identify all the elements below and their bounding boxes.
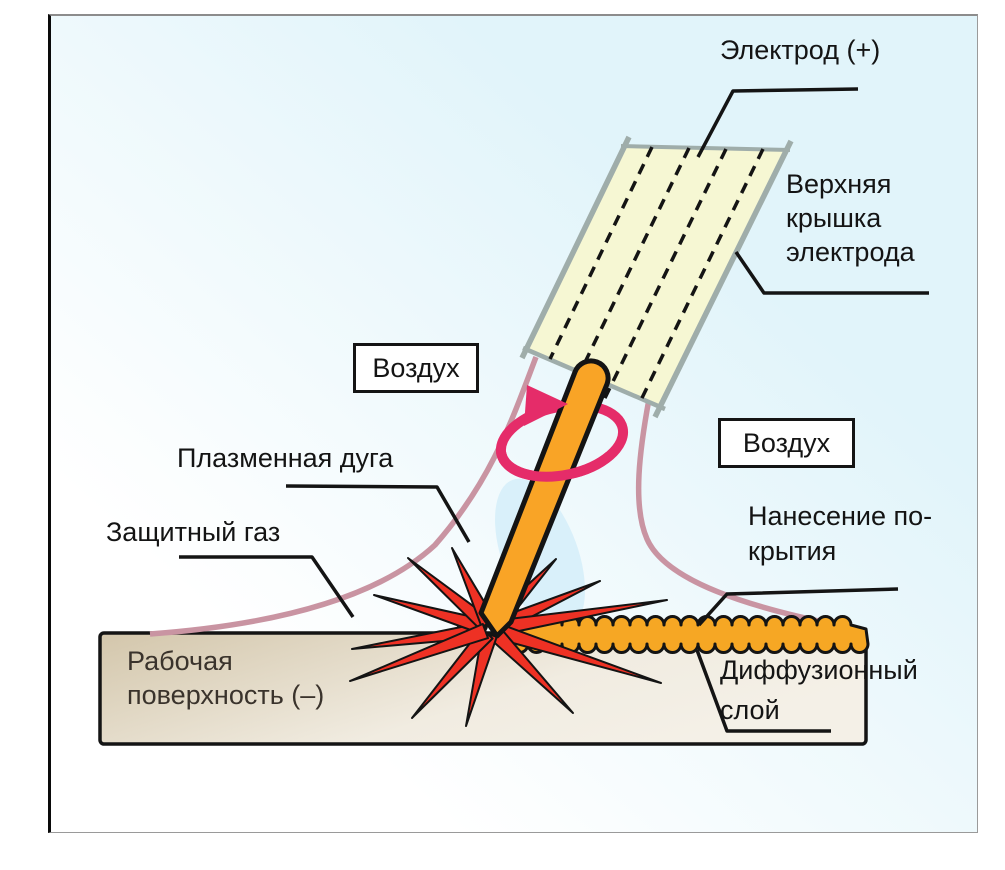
electrode-cap-shape bbox=[527, 146, 786, 408]
label-diffusion-layer: Диффузионный слой bbox=[720, 655, 918, 725]
leader-lines bbox=[179, 87, 929, 733]
cap-dashed-lines bbox=[548, 146, 765, 401]
air-left-text: Воздух bbox=[372, 352, 460, 383]
electrode-rod-shape bbox=[478, 358, 611, 639]
airflow-line-left bbox=[149, 356, 539, 637]
label-electrode-plus: Электрод (+) bbox=[720, 35, 881, 65]
rotation-arrow-front bbox=[496, 452, 629, 482]
spark-burst bbox=[349, 547, 668, 727]
air-label-box-right: Воздух bbox=[718, 418, 855, 468]
airflow-line-right bbox=[635, 398, 844, 629]
spark-ray bbox=[349, 623, 489, 682]
leader-upper-cap bbox=[734, 251, 929, 295]
rotation-arrowhead bbox=[524, 385, 568, 426]
coating-layer-shape bbox=[492, 615, 870, 654]
cap-edge-right bbox=[652, 139, 794, 419]
label-shielding-gas: Защитный газ bbox=[106, 517, 281, 547]
cap-edge-left bbox=[519, 135, 632, 360]
label-plasma-arc: Плазменная дуга bbox=[177, 443, 394, 473]
electrode-cap bbox=[519, 135, 794, 419]
leader-plasma-arc bbox=[285, 484, 471, 543]
label-work-surface: Рабочая поверхность (–) bbox=[127, 646, 325, 710]
label-coating-application: Нанесение по- крытия bbox=[748, 501, 933, 566]
leader-coating bbox=[697, 587, 899, 627]
air-right-text: Воздух bbox=[742, 427, 831, 458]
leader-diffusion-layer bbox=[695, 649, 831, 733]
leader-electrode bbox=[696, 87, 859, 158]
air-label-box-left: Воздух bbox=[353, 343, 479, 393]
label-upper-cap: Верхняя крышка электрода bbox=[786, 169, 915, 267]
leader-shielding-gas bbox=[179, 555, 355, 618]
